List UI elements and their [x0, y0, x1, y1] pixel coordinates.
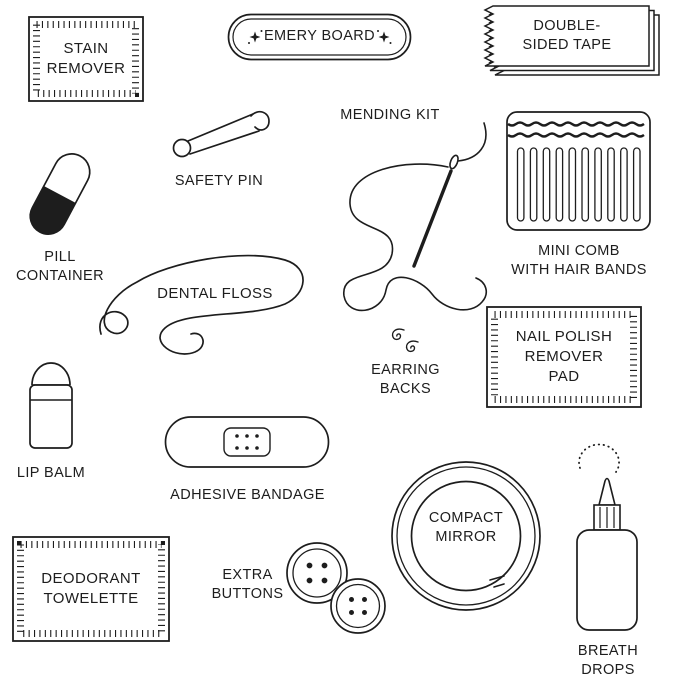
item-pill-container: PILL CONTAINER [8, 146, 112, 286]
needle-and-thread-icon [318, 118, 503, 323]
item-extra-buttons [286, 541, 388, 635]
item-breath-drops: BREATH DROPS [556, 428, 660, 680]
deodorant-towelette-label: DEODORANT TOWELETTE [41, 570, 141, 607]
item-earring-backs: EARRING BACKS [358, 326, 453, 399]
floss-strand-icon [93, 248, 318, 368]
emery-board-icon [227, 13, 412, 61]
dental-floss-label: DENTAL FLOSS [157, 285, 273, 302]
sparkle-icon [377, 30, 392, 44]
nail-polish-remover-pad-label: NAIL POLISH REMOVER PAD [515, 328, 613, 385]
item-nail-polish-remover-pad: NAIL POLISH REMOVER PAD [486, 306, 642, 408]
earring-backs-icon [383, 326, 429, 356]
emery-board-label: EMERY BOARD [263, 28, 376, 45]
sachet-packet-icon [28, 16, 144, 102]
compact-mirror-icon [389, 459, 543, 613]
item-emery-board: EMERY BOARD [227, 13, 412, 61]
sachet-packet-icon [12, 536, 170, 642]
item-compact-mirror: COMPACT MIRROR [389, 459, 543, 613]
pill-capsule-icon [12, 146, 108, 242]
sparkle-icon [248, 30, 263, 44]
item-lip-balm: LIP BALM [12, 356, 90, 483]
earring-backs-label: EARRING BACKS [371, 362, 440, 398]
item-mini-comb: MINI COMB WITH HAIR BANDS [505, 108, 653, 280]
mini-comb-label: MINI COMB WITH HAIR BANDS [511, 243, 647, 279]
item-double-sided-tape: DOUBLE- SIDED TAPE [479, 4, 661, 84]
lip-balm-tube-icon [25, 356, 77, 456]
breath-drops-label: BREATH DROPS [577, 643, 639, 679]
extra-buttons-label: EXTRA BUTTONS [211, 567, 284, 603]
safety-pin-icon [163, 100, 275, 162]
comb-with-hair-bands-icon [505, 108, 653, 234]
item-adhesive-bandage: ADHESIVE BANDAGE [160, 414, 335, 505]
adhesive-bandage-label: ADHESIVE BANDAGE [170, 487, 325, 503]
item-deodorant-towelette: DEODORANT TOWELETTE [12, 536, 170, 642]
lip-balm-label: LIP BALM [16, 465, 86, 481]
pill-container-label: PILL CONTAINER [16, 249, 104, 285]
drops-bottle-icon [558, 428, 658, 640]
item-dental-floss [93, 248, 318, 368]
item-mending-kit [318, 118, 503, 323]
item-stain-remover: STAIN REMOVER [28, 16, 144, 102]
safety-pin-label: SAFETY PIN [174, 173, 264, 189]
mending-kit-label: MENDING KIT [340, 107, 440, 123]
stain-remover-label: STAIN REMOVER [46, 40, 126, 77]
buttons-icon [286, 541, 388, 635]
double-sided-tape-label: DOUBLE- SIDED TAPE [522, 17, 612, 53]
item-safety-pin: SAFETY PIN [160, 100, 278, 191]
sachet-packet-icon [486, 306, 642, 408]
compact-mirror-label: COMPACT MIRROR [428, 509, 504, 545]
adhesive-bandage-icon [163, 414, 333, 472]
